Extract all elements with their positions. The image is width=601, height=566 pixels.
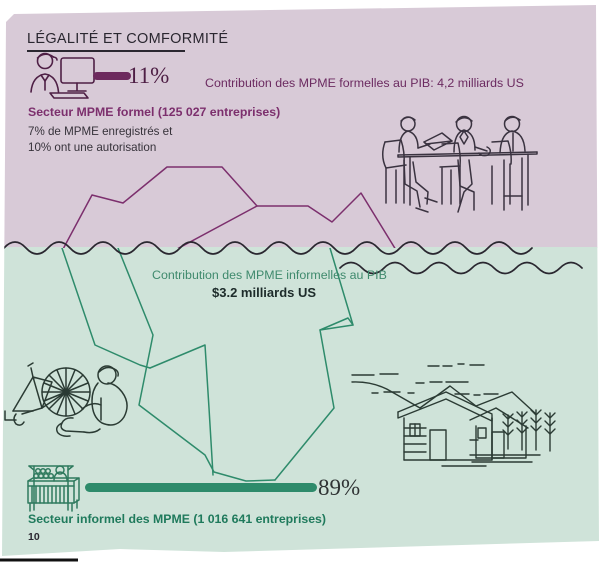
above-water-background <box>2 5 599 248</box>
page-title: LÉGALITÉ ET COMFORMITÉ <box>27 31 229 47</box>
formal-percent-label: 11% <box>128 63 170 88</box>
formal-note-line-1: 7% de MPME enregistrés et <box>28 125 173 138</box>
formal-note-line-2: 10% ont une autorisation <box>28 140 157 154</box>
informal-gdp-value: $3.2 milliards US <box>212 285 317 300</box>
water-surface-wave <box>3 241 583 275</box>
informal-percent-bar <box>85 483 317 492</box>
three-people-meeting-table-icon <box>382 115 538 213</box>
office-worker-computer-icon <box>30 52 95 99</box>
formal-gdp-contribution: Contribution des MPME formelles au PIB: … <box>205 76 524 90</box>
iceberg-submerged-body <box>61 248 354 482</box>
bicycle-repair-person-icon <box>4 362 128 437</box>
page-title-underline <box>27 50 185 52</box>
informal-gdp-contribution: Contribution des MPME informelles au PIB <box>152 268 387 282</box>
market-stall-vendor-icon <box>27 465 80 512</box>
formal-sector-label: Secteur MPME formel (125 027 entreprises… <box>28 105 281 119</box>
formal-percent-bar <box>93 72 131 80</box>
informal-percent-label: 89% <box>318 475 361 500</box>
page-number: 10 <box>28 531 40 543</box>
formal-note: 7% de MPME enregistrés et 10% ont une aut… <box>28 124 172 155</box>
informal-sector-label: Secteur informel des MPME (1 016 641 ent… <box>28 512 326 526</box>
rural-houses-mountains-icon <box>351 363 556 467</box>
